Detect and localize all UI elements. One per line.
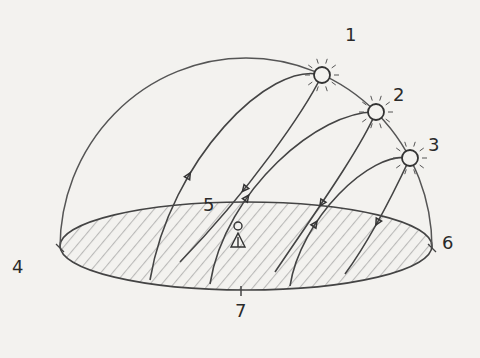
east-tick	[56, 244, 64, 252]
direction-arrow	[311, 221, 317, 228]
direction-arrow	[242, 185, 248, 192]
summer-sun-path	[150, 74, 322, 280]
direction-arrow	[320, 199, 326, 206]
direction-arrow	[242, 195, 248, 202]
direction-arrow	[184, 173, 190, 180]
observer	[231, 222, 245, 247]
sun-symbol	[393, 142, 427, 174]
sky-dome	[60, 58, 432, 248]
sun-symbol	[359, 96, 393, 128]
callout-number: 4	[12, 258, 23, 276]
west-tick	[428, 244, 436, 252]
equinox-sun-path	[210, 112, 376, 284]
direction-arrow	[376, 218, 382, 225]
south-tick	[240, 286, 242, 296]
callout-number: 5	[203, 196, 214, 214]
sun-symbol	[305, 59, 339, 91]
callout-number: 2	[393, 86, 404, 104]
callout-number: 3	[428, 136, 439, 154]
winter-sun-path	[290, 157, 410, 286]
callout-number: 1	[345, 26, 356, 44]
callout-number: 6	[442, 234, 453, 252]
ground-disc	[60, 202, 432, 290]
callout-number: 7	[235, 302, 246, 320]
